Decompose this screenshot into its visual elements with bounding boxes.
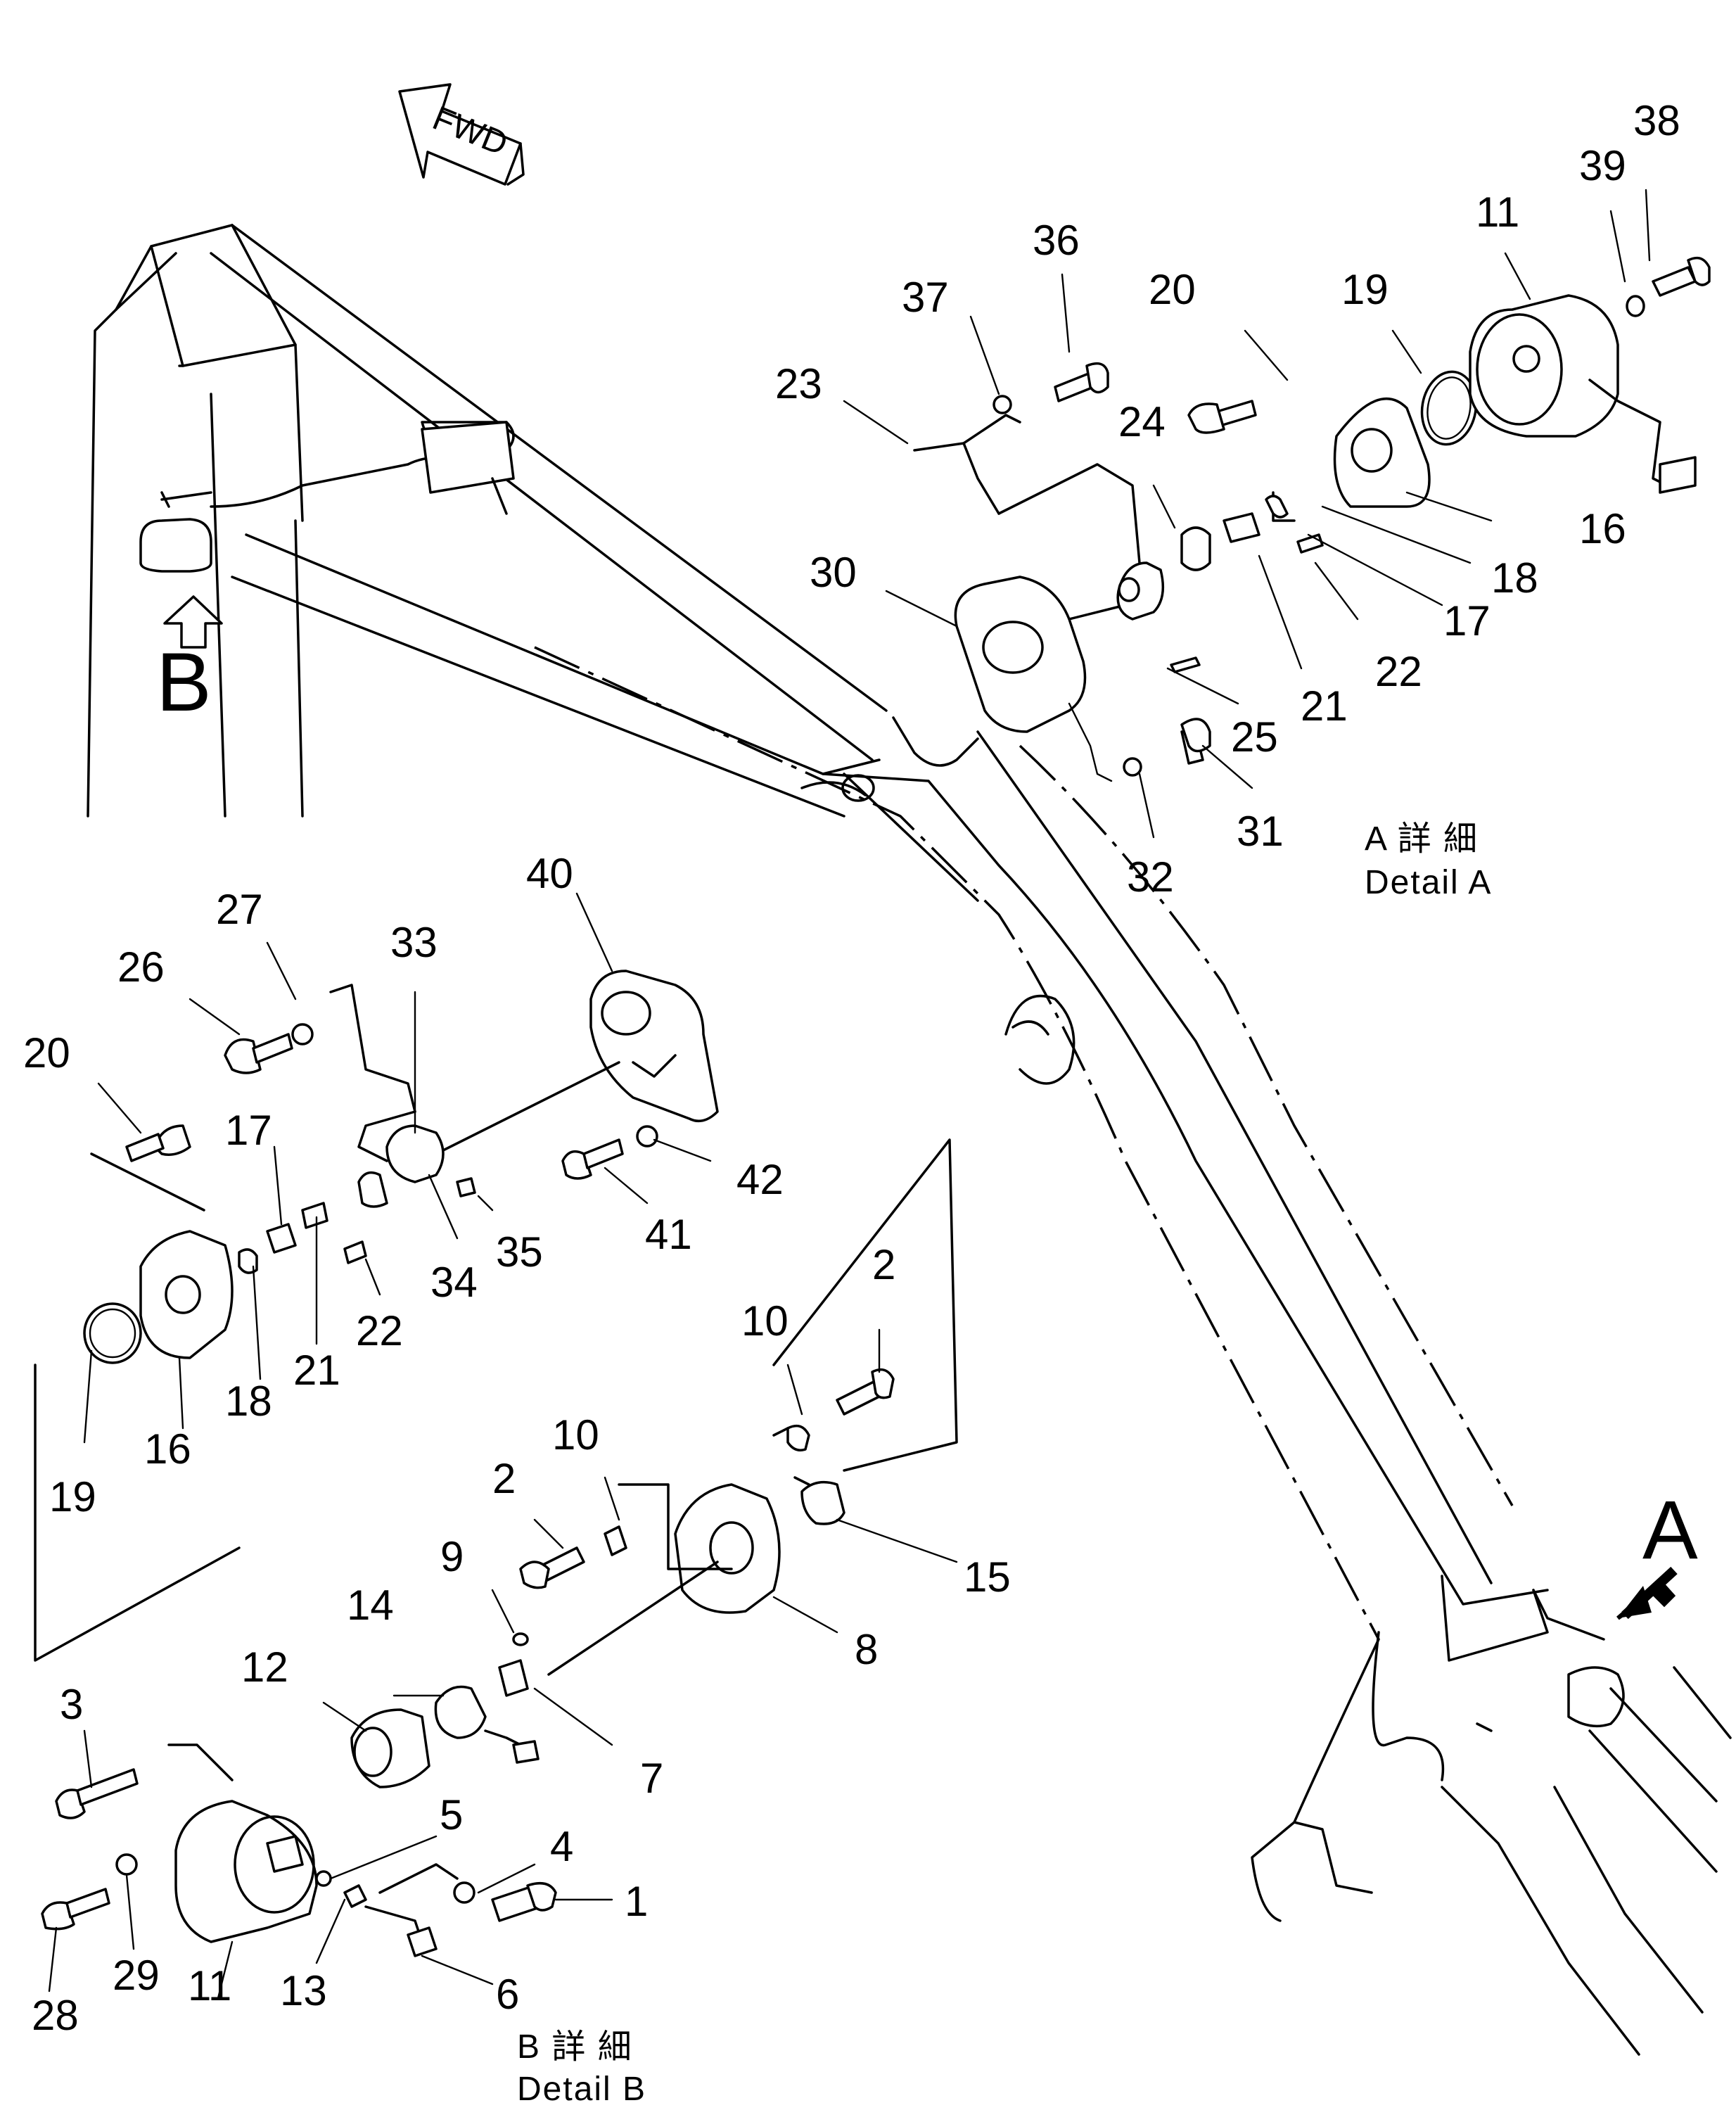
callout-number: 28	[32, 1992, 79, 2039]
callout-number: 26	[117, 943, 165, 991]
callout-number: 3	[60, 1681, 83, 1728]
callout-number: 33	[390, 919, 438, 966]
callout-number: 19	[1341, 266, 1389, 313]
callouts-detail-a: 38 39 11 36 37 20 19 23 24 16 18 30 17 2…	[775, 97, 1680, 901]
callout-number: 23	[775, 360, 822, 407]
callout-number: 6	[496, 1971, 519, 2018]
callout-number: 40	[526, 850, 573, 897]
callout-number: 38	[1633, 97, 1680, 144]
callouts-detail-b: 40 27 33 26 20 17 42 41 35 34 22 21 18 1…	[23, 850, 1011, 2039]
callout-number: 11	[1476, 189, 1519, 236]
callout-number: 29	[113, 1952, 160, 1999]
callout-number: 15	[964, 1553, 1011, 1601]
callout-number: 7	[640, 1755, 663, 1802]
callout-number: 39	[1579, 142, 1626, 189]
callout-number: 21	[1301, 682, 1348, 730]
callout-number: 14	[347, 1582, 394, 1629]
fwd-direction-marker: FWD	[398, 83, 525, 186]
callout-number: 9	[440, 1533, 464, 1580]
callout-number: 20	[1149, 266, 1196, 313]
callout-number: 13	[280, 1967, 327, 2014]
detail-a-caption: A 詳 細 Detail A	[1365, 820, 1492, 901]
detail-b-caption: B 詳 細 Detail B	[517, 2028, 646, 2108]
callout-number: 22	[1375, 648, 1422, 695]
detail-a-parts	[843, 189, 1711, 839]
fwd-label: FWD	[428, 100, 513, 163]
callout-number: 2	[872, 1241, 895, 1288]
callout-number: 17	[1443, 597, 1491, 644]
boom-structure	[87, 224, 1732, 2056]
callout-number: 37	[902, 274, 949, 321]
callout-number: 25	[1231, 713, 1278, 761]
callout-number: 4	[550, 1823, 573, 1870]
detail-a-caption-jp: A 詳 細	[1365, 820, 1479, 858]
callout-number: 8	[855, 1626, 878, 1673]
view-marker-b: B	[156, 595, 223, 729]
detail-b-caption-jp: B 詳 細	[517, 2028, 633, 2066]
callout-number: 24	[1118, 398, 1166, 445]
detail-b-parts	[34, 892, 958, 2000]
callout-number: 20	[23, 1029, 70, 1076]
detail-a-caption-en: Detail A	[1365, 864, 1492, 901]
detail-b-caption-en: Detail B	[517, 2071, 646, 2108]
callout-number: 16	[144, 1425, 191, 1473]
callout-number: 10	[552, 1411, 599, 1458]
callout-number: 41	[645, 1211, 692, 1258]
callout-number: 12	[241, 1644, 288, 1691]
callout-number: 30	[810, 549, 857, 596]
callout-number: 31	[1237, 808, 1284, 855]
view-marker-b-label: B	[156, 636, 212, 729]
view-marker-a: A	[1616, 1484, 1698, 1620]
callout-number: 27	[216, 886, 263, 933]
callout-number: 32	[1127, 853, 1174, 901]
callout-number: 19	[49, 1473, 96, 1520]
callout-number: 11	[188, 1962, 231, 2009]
view-marker-a-label: A	[1642, 1484, 1698, 1577]
callout-number: 21	[293, 1347, 340, 1394]
callout-number: 34	[430, 1259, 478, 1306]
callout-number: 1	[625, 1878, 648, 1925]
callout-number: 18	[1491, 554, 1538, 602]
callout-number: 16	[1579, 505, 1626, 552]
callout-number: 5	[440, 1791, 463, 1838]
callout-number: 35	[496, 1228, 543, 1276]
callout-number: 18	[225, 1378, 272, 1425]
callout-number: 2	[492, 1455, 516, 1502]
callout-number: 10	[741, 1297, 789, 1345]
callout-number: 42	[736, 1156, 784, 1203]
callout-number: 22	[356, 1307, 403, 1354]
callout-number: 17	[225, 1107, 272, 1154]
callout-number: 36	[1033, 217, 1080, 264]
